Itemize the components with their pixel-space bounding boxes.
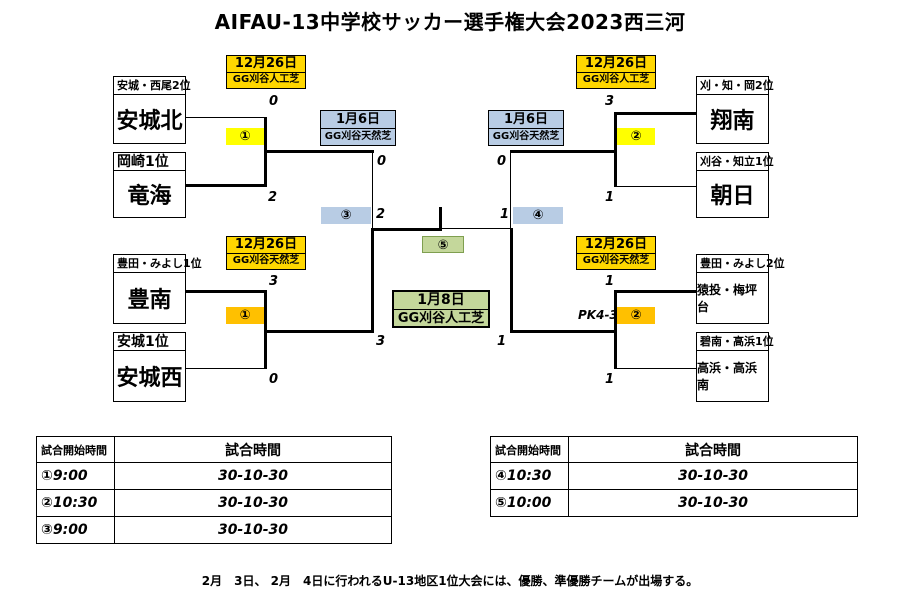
score-final-left: 2 — [376, 207, 386, 222]
match-venue: GG刈谷天然芝 — [324, 131, 392, 142]
team-name-right-1: 翔南 — [696, 94, 769, 144]
bracket-line — [616, 368, 696, 369]
bracket-line — [510, 228, 513, 333]
match-date-left-3: 12月26日 GG刈谷天然芝 — [226, 236, 306, 270]
match-date: 1月6日 — [489, 111, 563, 129]
bracket-line — [186, 290, 266, 293]
team-label-left-2: 岡崎1位 — [113, 152, 186, 170]
score-semi-left-top: 0 — [377, 154, 387, 169]
score-final-right: 1 — [500, 207, 510, 222]
table-header: 試合開始時間 — [36, 436, 115, 463]
table-cell: 30-10-30 — [114, 489, 392, 517]
bracket-line — [510, 330, 617, 333]
bracket-line — [616, 290, 696, 293]
table-header: 試合時間 — [114, 436, 392, 463]
team-name-right-3: 猿投・梅坪台 — [696, 272, 769, 324]
match-date-semi-left: 1月6日 GG刈谷天然芝 — [320, 110, 396, 146]
pk-score: PK4-3 — [578, 308, 618, 322]
score-right-4: 1 — [605, 372, 615, 387]
score-right-1: 3 — [605, 94, 615, 109]
match-marker-4: ④ — [513, 207, 563, 224]
bracket-line — [186, 368, 266, 369]
table-cell: 30-10-30 — [114, 516, 392, 544]
bracket-line — [614, 290, 617, 369]
table-cell: 30-10-30 — [568, 489, 858, 517]
match-marker-2: ② — [617, 307, 655, 324]
score-right-2: 1 — [605, 190, 615, 205]
match-venue: GG刈谷人工芝 — [397, 311, 485, 326]
match-marker-2: ② — [617, 128, 655, 145]
match-date-semi-right: 1月6日 GG刈谷天然芝 — [488, 110, 564, 146]
match-venue: GG刈谷人工芝 — [582, 74, 650, 85]
bracket-line — [264, 290, 267, 369]
match-date-right-3: 12月26日 GG刈谷天然芝 — [576, 236, 656, 270]
bracket-line — [616, 186, 696, 187]
bracket-line — [371, 228, 374, 333]
match-venue: GG刈谷天然芝 — [582, 255, 650, 266]
match-marker-1: ① — [226, 128, 264, 145]
table-cell: 30-10-30 — [568, 462, 858, 490]
score-semi-right-bottom: 1 — [497, 334, 507, 349]
team-name-right-2: 朝日 — [696, 170, 769, 218]
table-cell: 30-10-30 — [114, 462, 392, 490]
match-date: 12月26日 — [227, 237, 305, 254]
score-left-3: 3 — [269, 274, 279, 289]
score-semi-right-top: 0 — [497, 154, 507, 169]
bracket-line — [614, 112, 617, 187]
table-cell: ⑤10:00 — [490, 489, 569, 517]
bracket-line — [371, 228, 441, 231]
score-left-4: 0 — [269, 372, 279, 387]
bracket-line — [510, 150, 617, 153]
table-cell: ④10:30 — [490, 462, 569, 490]
match-date-left-1: 12月26日 GG刈谷人工芝 — [226, 55, 306, 89]
match-date: 1月8日 — [394, 292, 488, 310]
team-label-right-1: 刈・知・岡2位 — [696, 76, 774, 94]
match-date: 12月26日 — [227, 56, 305, 73]
match-date: 1月6日 — [321, 111, 395, 129]
match-marker-1: ① — [226, 307, 264, 324]
bracket-line — [616, 112, 696, 115]
match-date-final: 1月8日 GG刈谷人工芝 — [392, 290, 490, 328]
score-right-3: 1 — [605, 274, 615, 289]
score-semi-left-bottom: 3 — [376, 334, 386, 349]
bracket-line — [186, 117, 266, 118]
match-marker-3: ③ — [321, 207, 371, 224]
match-marker-5: ⑤ — [422, 236, 464, 253]
table-header: 試合開始時間 — [490, 436, 569, 463]
bracket-line — [186, 184, 266, 187]
bracket-line — [510, 150, 511, 230]
team-label-left-3: 豊田・みよし1位 — [113, 254, 202, 272]
match-venue: GG刈谷天然芝 — [232, 255, 300, 266]
match-venue: GG刈谷人工芝 — [232, 74, 300, 85]
score-left-2: 2 — [268, 190, 278, 205]
team-label-right-2: 刈谷・知立1位 — [696, 152, 774, 170]
team-name-left-1: 安城北 — [113, 94, 186, 144]
score-left-1: 0 — [269, 94, 279, 109]
table-cell: ②10:30 — [36, 489, 115, 517]
team-name-left-4: 安城西 — [113, 350, 186, 402]
team-label-right-4: 碧南・高浜1位 — [696, 332, 774, 350]
team-name-left-3: 豊南 — [113, 272, 186, 324]
team-name-left-2: 竜海 — [113, 170, 186, 218]
team-label-left-4: 安城1位 — [113, 332, 186, 350]
table-header: 試合時間 — [568, 436, 858, 463]
match-venue: GG刈谷天然芝 — [492, 131, 560, 142]
footer-note: 2月 3日、 2月 4日に行われるU-13地区1位大会には、優勝、準優勝チームが… — [201, 574, 699, 588]
match-date: 12月26日 — [577, 237, 655, 254]
bracket-line — [439, 207, 442, 231]
table-cell: ③9:00 — [36, 516, 115, 544]
bracket-line — [441, 228, 513, 229]
table-cell: ①9:00 — [36, 462, 115, 490]
bracket-line — [264, 330, 374, 333]
match-date-right-1: 12月26日 GG刈谷人工芝 — [576, 55, 656, 89]
team-name-right-4: 高浜・高浜南 — [696, 350, 769, 402]
schedule-table-left: 試合開始時間 試合時間 ①9:00 30-10-30 ②10:30 30-10-… — [36, 436, 392, 544]
bracket-line — [372, 150, 373, 230]
schedule-table-right: 試合開始時間 試合時間 ④10:30 30-10-30 ⑤10:00 30-10… — [490, 436, 858, 517]
team-label-right-3: 豊田・みよし2位 — [696, 254, 785, 272]
page-title: AIFAU-13中学校サッカー選手権大会2023西三河 — [214, 10, 686, 34]
bracket-line — [264, 150, 374, 153]
match-date: 12月26日 — [577, 56, 655, 73]
team-label-left-1: 安城・西尾2位 — [113, 76, 191, 94]
